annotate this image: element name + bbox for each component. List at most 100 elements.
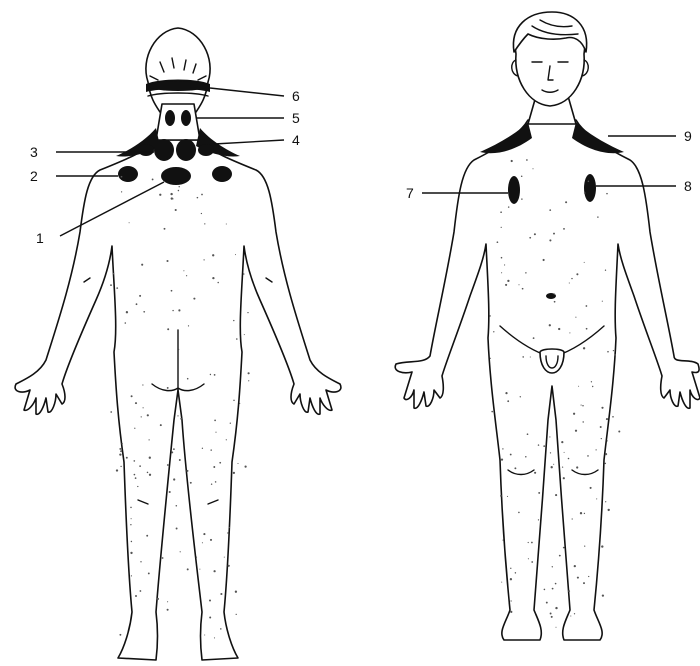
speckle-dot <box>167 387 169 389</box>
speckle-dot <box>501 272 502 273</box>
speckle-dot <box>169 491 171 493</box>
speckle-dot <box>212 277 214 279</box>
speckle-dot <box>563 477 565 479</box>
speckle-dot <box>580 512 582 514</box>
speckle-dot <box>237 463 238 464</box>
speckle-dot <box>511 160 513 162</box>
speckle-dot <box>605 501 606 502</box>
speckle-dot <box>613 350 614 351</box>
speckle-dot <box>497 241 499 243</box>
speckle-dot <box>176 528 178 530</box>
speckle-dot <box>141 264 143 266</box>
speckle-dot <box>583 347 585 349</box>
speckle-dot <box>220 628 222 630</box>
speckle-dot <box>515 572 516 573</box>
speckle-dot <box>522 288 524 290</box>
speckle-dot <box>136 303 138 305</box>
speckle-dot <box>500 211 502 213</box>
speckle-dot <box>213 570 215 572</box>
speckle-dot <box>605 453 607 455</box>
speckle-dot <box>491 411 493 413</box>
speckle-dot <box>214 374 216 376</box>
label-8: 8 <box>684 178 692 194</box>
speckle-dot <box>167 328 169 330</box>
speckle-dot <box>531 561 533 563</box>
speckle-dot <box>574 565 576 567</box>
speckle-dot <box>121 443 122 444</box>
speckle-dot <box>584 262 585 263</box>
speckle-dot <box>210 374 211 375</box>
label-9: 9 <box>684 128 692 144</box>
speckle-dot <box>501 582 502 583</box>
speckle-dot <box>186 470 188 472</box>
front-view-figure <box>395 12 700 640</box>
speckle-dot <box>157 598 159 600</box>
speckle-dot <box>121 176 123 178</box>
speckle-dot <box>193 298 195 300</box>
speckle-dot <box>110 411 112 413</box>
speckle-dot <box>220 593 222 595</box>
speckle-dot <box>203 259 204 260</box>
speckle-dot <box>554 301 556 303</box>
speckle-dot <box>146 535 148 537</box>
speckle-dot <box>186 275 187 276</box>
speckle-dot <box>596 498 597 499</box>
speckle-dot <box>230 423 231 424</box>
speckle-dot <box>528 542 529 543</box>
speckle-dot <box>576 466 578 468</box>
speckle-dot <box>197 197 199 199</box>
speckle-dot <box>520 396 521 397</box>
back-view-neck <box>156 104 200 140</box>
speckle-dot <box>502 448 503 449</box>
speckle-dot <box>532 168 533 169</box>
speckle-dot <box>588 181 590 183</box>
speckle-dot <box>601 407 603 409</box>
tender-point-2-right <box>212 166 232 182</box>
speckle-dot <box>110 284 112 286</box>
speckle-dot <box>164 228 166 230</box>
speckle-dot <box>179 186 180 187</box>
tender-point-1 <box>161 167 191 185</box>
speckle-dot <box>552 566 553 567</box>
speckle-dot <box>602 301 603 302</box>
speckle-dot <box>214 420 216 422</box>
speckle-dot <box>119 448 121 450</box>
speckle-dot <box>248 380 249 381</box>
speckle-dot <box>233 400 234 401</box>
speckle-dot <box>490 358 491 359</box>
speckle-dot <box>177 415 178 416</box>
speckle-dot <box>576 273 578 275</box>
speckle-dot <box>493 331 494 332</box>
speckle-dot <box>170 193 172 195</box>
speckle-dot <box>116 469 118 471</box>
speckle-dot <box>522 356 524 358</box>
speckle-dot <box>180 551 181 552</box>
label-5: 5 <box>292 110 300 126</box>
speckle-dot <box>178 309 180 311</box>
speckle-dot <box>211 483 212 484</box>
speckle-dot <box>543 445 545 447</box>
label-6: 6 <box>292 88 300 104</box>
speckle-dot <box>159 194 161 196</box>
speckle-dot <box>533 337 535 339</box>
tender-point-5-right <box>181 110 191 126</box>
speckle-dot <box>584 192 586 194</box>
speckle-dot <box>202 542 203 543</box>
speckle-dot <box>501 459 503 461</box>
speckle-dot <box>555 607 557 609</box>
speckle-dot <box>248 372 250 374</box>
speckle-dot <box>147 472 149 474</box>
speckle-dot <box>505 284 507 286</box>
speckle-dot <box>143 311 145 313</box>
speckle-dot <box>139 465 141 467</box>
speckle-dot <box>213 466 215 468</box>
tender-point-6 <box>148 81 208 91</box>
speckle-dot <box>228 565 230 567</box>
speckle-dot <box>521 198 522 199</box>
speckle-dot <box>510 568 511 569</box>
speckle-dot <box>209 617 211 619</box>
speckle-dot <box>143 407 144 408</box>
speckle-dot <box>584 545 585 546</box>
speckle-dot <box>175 209 177 211</box>
speckle-dot <box>546 602 548 604</box>
